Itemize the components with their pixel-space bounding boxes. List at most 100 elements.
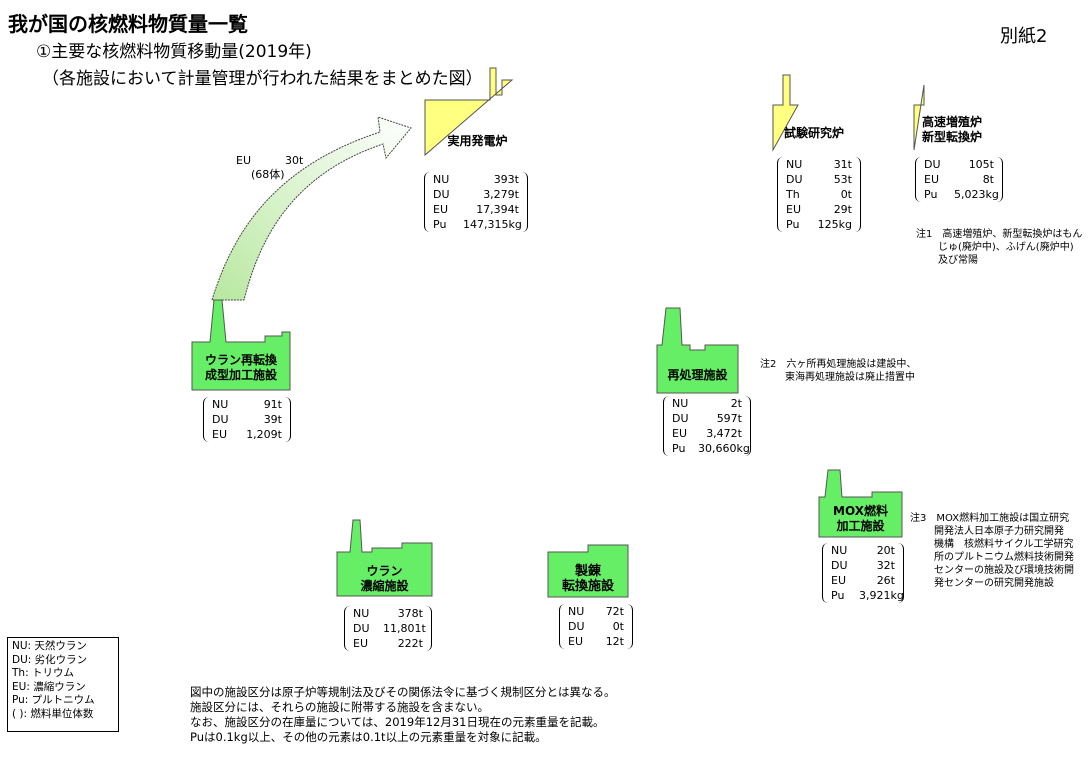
fbr-reactor-label: 高速増殖炉 新型転換炉	[921, 115, 982, 144]
value-amount: 222t	[397, 637, 423, 650]
value-key: EU	[353, 637, 369, 650]
note-2-line: 東海再処理施設は廃止措置中	[785, 372, 915, 383]
value-key: DU	[831, 559, 848, 572]
legend-item: EU: 濃縮ウラン	[12, 680, 86, 693]
value-key: EU	[672, 427, 688, 440]
value-key: EU	[568, 635, 584, 648]
footer-notes: 図中の施設区分は原子炉等規制法及びその関係法令に基づく規制区分とは異なる。 施設…	[190, 685, 616, 745]
legend: NU: 天然ウラン DU: 劣化ウラン Th: トリウム EU: 濃縮ウラン P…	[7, 637, 119, 732]
brace-right	[898, 543, 904, 603]
transfer-arrow	[211, 116, 412, 301]
value-row: EU 12t	[568, 634, 624, 649]
note-3-line: 発センターの研究開発施設	[934, 578, 1054, 589]
page-title: 我が国の核燃料物質量一覧	[8, 12, 248, 36]
value-amount: 1,209t	[246, 428, 282, 441]
mox-plant-icon	[818, 469, 903, 538]
value-key: NU	[672, 397, 689, 410]
value-amount: 3,921kg	[859, 589, 904, 602]
value-amount: 91t	[263, 398, 282, 411]
note-2-line: 注2 六ヶ所再処理施設は建設中、	[760, 359, 917, 370]
note-1-line: じゅ(廃炉中)、ふげん(廃炉中)	[938, 242, 1074, 253]
fbr-reactor-icon	[913, 84, 925, 151]
mox-plant-label: MOX燃料 加工施設	[833, 504, 888, 533]
note-3-line: 所のプルトニウム燃料技術開発	[934, 552, 1074, 563]
reprocessing-plant-icon	[656, 307, 739, 394]
conversion-plant-icon	[191, 299, 291, 391]
transfer-eu-value: 30t	[285, 154, 304, 167]
value-key: Pu	[831, 589, 845, 602]
value-amount: 2t	[730, 397, 742, 410]
note-2: 注2 六ヶ所再処理施設は建設中、 東海再処理施設は廃止措置中	[760, 358, 916, 384]
value-key: NU	[568, 605, 585, 618]
transfer-eu-units: (68体)	[251, 168, 285, 181]
footer-line: 施設区分には、それらの施設に附帯する施設を含まない。	[190, 700, 489, 714]
brace-left	[559, 604, 565, 649]
value-key: EU	[924, 173, 940, 186]
value-amount: 8t	[982, 173, 994, 186]
power-plant-label: 実用発電炉	[447, 134, 508, 148]
value-row: EU 222t	[353, 636, 423, 651]
value-amount: 20t	[876, 544, 895, 557]
value-amount: 31t	[833, 158, 852, 171]
brace-right	[285, 397, 291, 442]
value-amount: 26t	[876, 574, 895, 587]
value-key: DU	[353, 622, 370, 635]
note-3-line: 注3 MOX燃料加工施設は国立研究	[910, 513, 1070, 524]
brace-right	[627, 604, 633, 649]
power-plant-icon	[424, 67, 514, 157]
brace-right	[855, 157, 861, 232]
value-key: DU	[672, 412, 689, 425]
value-amount: 11,801t	[383, 622, 426, 635]
transfer-label: EU 30t (68体)	[236, 154, 303, 182]
value-amount: 597t	[716, 412, 742, 425]
value-key: Pu	[924, 188, 938, 201]
brace-left	[424, 172, 430, 232]
refining-plant-label: 製錬 転換施設	[561, 564, 614, 594]
value-amount: 105t	[968, 158, 994, 171]
note-3-line: 機構 核燃料サイクル工学研究	[934, 539, 1074, 550]
enrichment-plant-label: ウラン 濃縮施設	[360, 564, 409, 593]
note-3-line: センターの施設及び環境技術開	[934, 565, 1074, 576]
legend-item: NU: 天然ウラン	[12, 640, 87, 652]
value-row: NU 2t	[672, 396, 742, 411]
value-row: DU 597t	[672, 411, 742, 426]
value-key: DU	[786, 173, 803, 186]
brace-left	[777, 157, 783, 232]
note-3-line: 開発法人日本原子力研究開発	[934, 526, 1064, 537]
brace-left	[822, 543, 828, 603]
research-reactor-icon	[772, 74, 799, 152]
value-row: Pu 3,921kg	[831, 588, 904, 603]
value-row: Pu 5,023kg	[924, 187, 999, 202]
value-key: EU	[212, 428, 228, 441]
value-key: NU	[831, 544, 848, 557]
brace-left	[203, 397, 209, 442]
value-row: EU 1,209t	[212, 427, 282, 442]
transfer-eu-key: EU	[236, 154, 252, 167]
research-reactor-label: 試験研究炉	[783, 125, 844, 140]
value-amount: 12t	[605, 635, 624, 648]
value-amount: 147,315kg	[463, 218, 522, 231]
enrichment-plant-icon	[336, 519, 433, 597]
brace-right	[426, 606, 432, 651]
value-amount: 5,023kg	[954, 188, 999, 201]
